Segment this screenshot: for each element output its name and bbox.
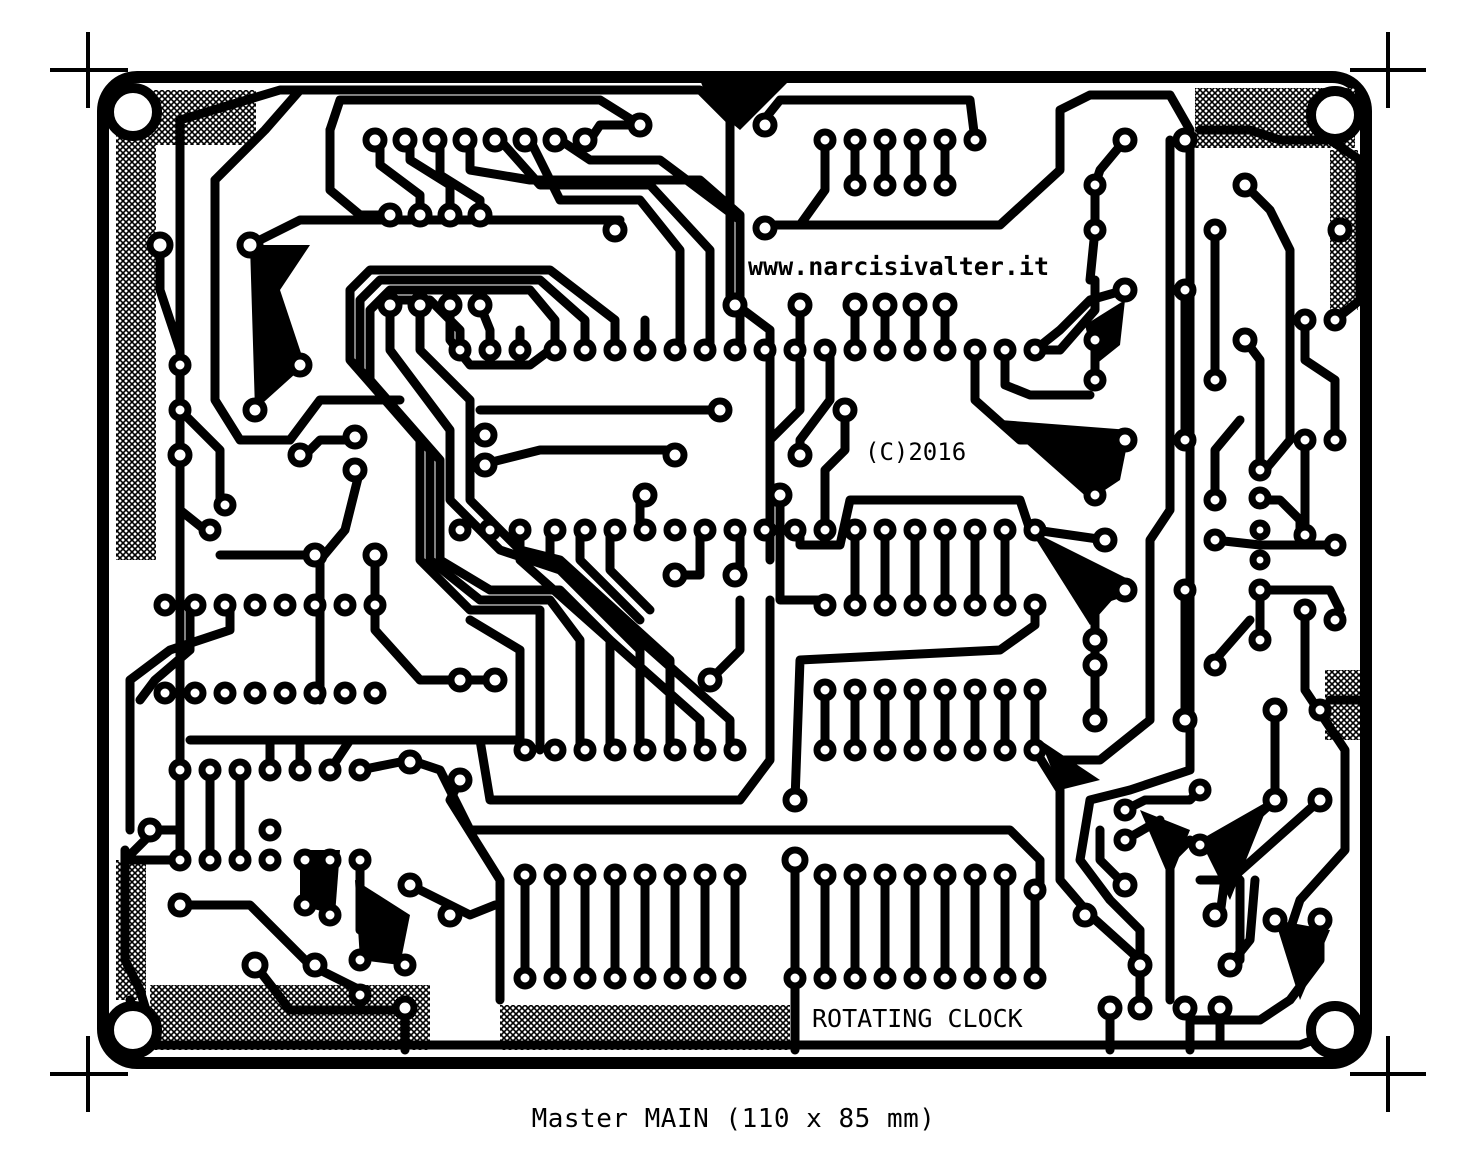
mounting-holes — [104, 83, 1364, 1059]
board-name-label: ROTATING CLOCK — [812, 1004, 1023, 1033]
url-label: www.narcisivalter.it — [748, 252, 1049, 281]
copyright-label: (C)2016 — [865, 438, 966, 466]
mounting-hole-bottom-left — [104, 1001, 162, 1059]
figure-caption: Master MAIN (110 x 85 mm) — [531, 1104, 936, 1134]
mounting-hole-top-left — [104, 83, 162, 141]
board-outline — [97, 71, 1372, 1069]
registration-marks — [50, 32, 1426, 1112]
mounting-hole-bottom-right — [1306, 1001, 1364, 1059]
mounting-hole-top-right — [1306, 86, 1364, 144]
component-pads — [137, 112, 1353, 1021]
